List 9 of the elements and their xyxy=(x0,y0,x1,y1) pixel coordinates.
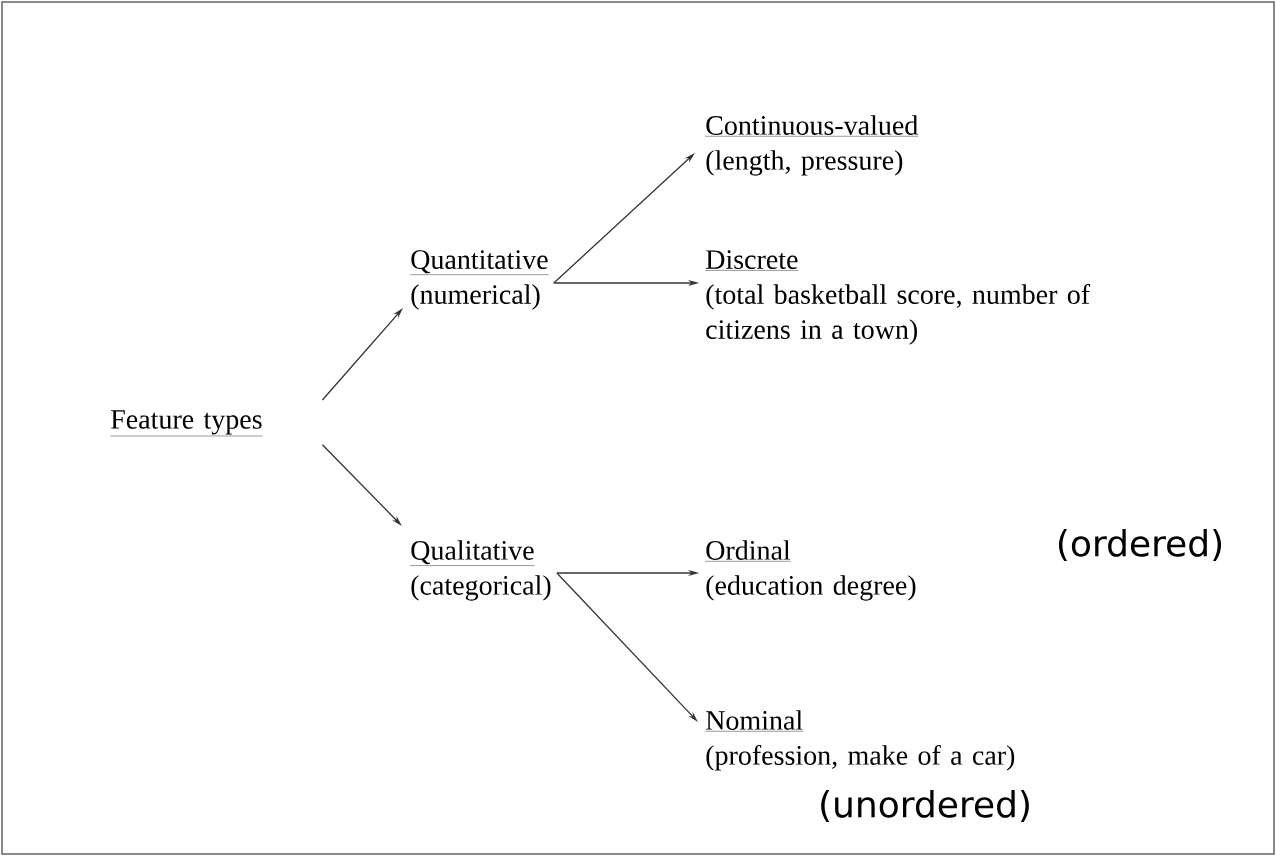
category-label: Feature types xyxy=(110,410,263,437)
category-label: Quantitative (numerical) xyxy=(410,250,549,310)
category-label: Ordinal (education degree) xyxy=(705,540,916,601)
annotation: (ordered) xyxy=(1058,528,1222,562)
category-label: Qualitative (categorical) xyxy=(410,540,551,601)
category-label: Nominal (profession, make of a car) xyxy=(705,710,1015,771)
category-label: Continuous-valued (length, pressure) xyxy=(705,115,919,176)
annotation: (unordered) xyxy=(821,789,1029,823)
category-label: Discrete (total basketball score, number of citizens in a town) xyxy=(705,250,1091,345)
